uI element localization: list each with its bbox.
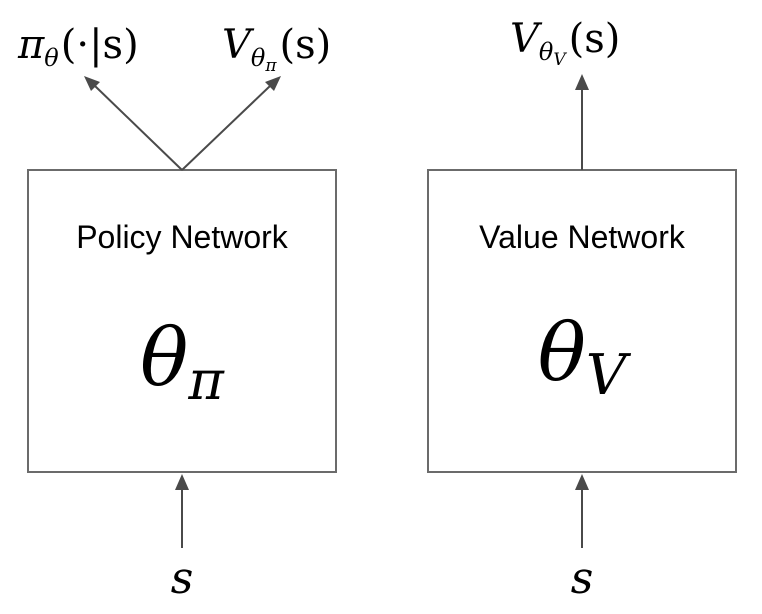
- policy-output-args: (·|s): [61, 22, 139, 68]
- value-output-subscript: θ: [539, 38, 554, 66]
- value-output-arrowhead: [575, 74, 589, 90]
- policy-network-parameter: θπ: [140, 311, 225, 412]
- value-output-args: (s): [569, 16, 621, 62]
- value-network-parameter: θV: [538, 306, 632, 408]
- policy-output-arrow-left-shaft: [94, 85, 183, 171]
- policy-output-arrowhead-left: [84, 76, 100, 91]
- value-param-subscript: V: [586, 343, 632, 408]
- value-input-label: s: [571, 553, 594, 604]
- value-network-box: [427, 169, 737, 473]
- policy-param-symbol: θ: [140, 311, 188, 404]
- value-network-title: Value Network: [479, 219, 686, 255]
- policy-output-arrow-right-shaft: [181, 85, 271, 171]
- policy-value-output-subsubscript: π: [264, 56, 277, 76]
- policy-network-title: Policy Network: [76, 219, 289, 255]
- policy-value-output-label: Vθπ(s): [222, 22, 331, 76]
- value-input-arrowhead: [575, 474, 589, 490]
- policy-value-output-args: (s): [280, 22, 332, 68]
- policy-output-subscript: θ: [44, 44, 59, 72]
- policy-value-output-symbol: V: [222, 22, 255, 68]
- policy-input-arrowhead: [175, 474, 189, 490]
- value-output-subsubscript: V: [553, 50, 567, 70]
- policy-network-box: [27, 169, 337, 473]
- policy-value-output-subscript: θ: [251, 44, 266, 72]
- policy-param-subscript: π: [187, 349, 225, 412]
- policy-output-symbol: π: [17, 22, 45, 68]
- policy-input-label: s: [171, 553, 194, 604]
- policy-output-arrowhead-right: [265, 76, 281, 91]
- value-param-symbol: θ: [538, 306, 586, 399]
- policy-output-label: πθ(·|s): [17, 22, 139, 72]
- value-output-symbol: V: [510, 16, 543, 62]
- value-output-label: VθV(s): [510, 16, 620, 70]
